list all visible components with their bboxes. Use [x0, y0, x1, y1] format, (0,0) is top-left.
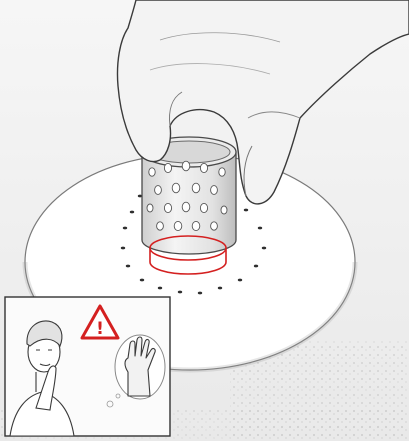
warning-inset: !	[5, 297, 170, 436]
warning-mark: !	[96, 319, 104, 339]
glove-icon	[115, 335, 165, 399]
